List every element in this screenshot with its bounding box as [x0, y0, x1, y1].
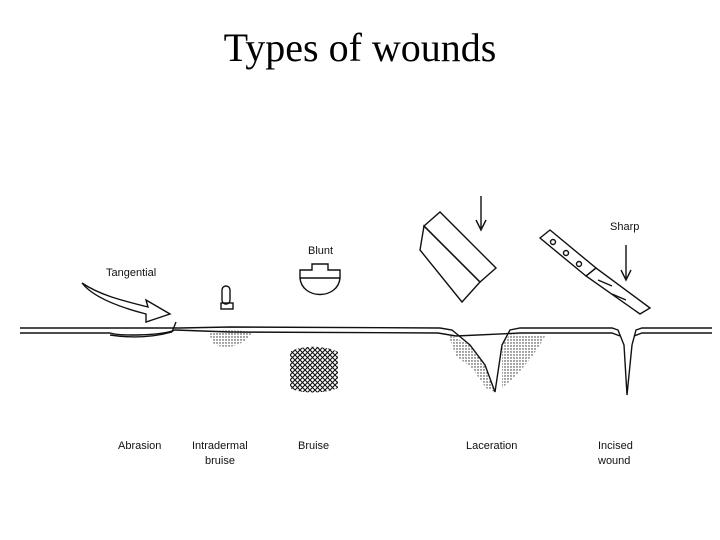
page-title: Types of wounds: [223, 25, 497, 70]
blunt-object: [299, 263, 341, 295]
label-bruise: Bruise: [298, 440, 329, 452]
tangential-arrow: [81, 282, 172, 323]
knife: [538, 229, 652, 315]
label-intradermal-1: Intradermal: [192, 440, 248, 452]
blunt-block: [419, 211, 498, 304]
skin-surface-lower: [20, 329, 712, 337]
label-abrasion: Abrasion: [118, 440, 161, 452]
bruise-mark: [290, 346, 338, 393]
sharp-arrow: [620, 245, 632, 282]
label-incised-2: wound: [597, 455, 630, 467]
label-intradermal-2: bruise: [205, 455, 235, 467]
intradermal-probe: [220, 285, 234, 310]
label-incised-1: Incised: [598, 440, 633, 452]
label-blunt: Blunt: [308, 245, 333, 257]
label-laceration: Laceration: [466, 440, 517, 452]
label-tangential: Tangential: [106, 267, 156, 279]
laceration-arrow: [475, 196, 487, 232]
intradermal-bruise-mark: [208, 330, 252, 347]
abrasion-mark: [109, 331, 173, 338]
skin-surface-upper: [20, 326, 712, 396]
laceration-mark: [448, 334, 495, 392]
label-sharp: Sharp: [610, 221, 639, 233]
